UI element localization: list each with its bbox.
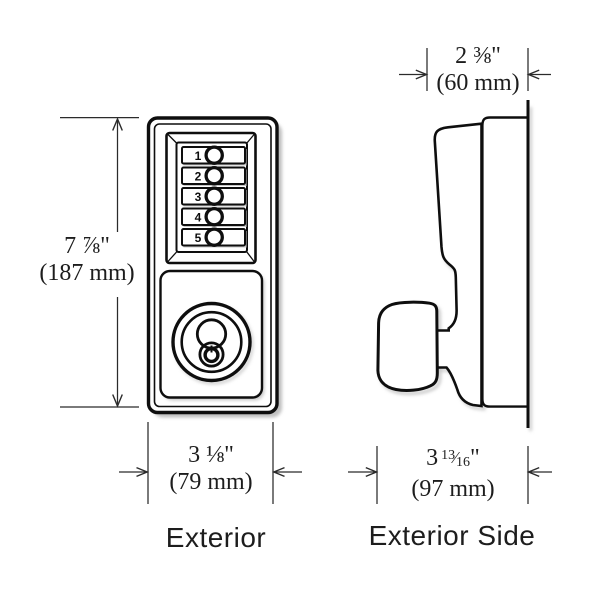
- dimension-imperial: 2 ⅜": [455, 43, 501, 69]
- keypad-button-row: 3: [181, 186, 247, 207]
- dimension-lines: [60, 48, 552, 504]
- mounting-plate-profile: [481, 116, 528, 408]
- keypad-button-row: 1: [181, 145, 247, 166]
- keypad-button-label: 5: [195, 231, 202, 245]
- arrow-right-icon: [136, 466, 150, 478]
- height-dimension: 7 ⅞" (187 mm): [24, 233, 150, 287]
- dimension-metric: (187 mm): [39, 260, 135, 286]
- dimension-metric: (79 mm): [169, 469, 253, 495]
- side-view-label: Exterior Side: [368, 520, 536, 551]
- arrow-left-icon: [526, 69, 540, 80]
- keypad-button-icon: [204, 186, 224, 206]
- front-width-dimension-lines: [119, 422, 302, 504]
- arrow-left-icon: [526, 466, 540, 478]
- fraction-numerator: 13: [441, 448, 456, 463]
- keypad-button-row: 4: [181, 206, 247, 227]
- front-view-label: Exterior: [165, 522, 267, 553]
- keypad-button-icon: [204, 227, 224, 247]
- keypad-button-icon: [204, 165, 224, 186]
- arrow-right-icon: [365, 466, 379, 478]
- fraction-slash: ⁄: [454, 448, 458, 467]
- keypad-button-label: 3: [195, 190, 202, 204]
- dimension-metric: (97 mm): [411, 476, 495, 502]
- side-view-drawing: [376, 100, 532, 431]
- height-dimension-lines: [60, 116, 139, 408]
- side-width-dimension-lines: [348, 446, 552, 504]
- side-depth-dimension: 2 ⅜" (60 mm): [415, 43, 541, 97]
- keypad: 1 2 3 4: [181, 145, 247, 248]
- arrow-up-icon: [112, 117, 123, 131]
- arrow-right-icon: [415, 69, 429, 80]
- lock-cylinder: [171, 301, 254, 385]
- keypad-button-label: 2: [195, 170, 202, 184]
- arrow-left-icon: [271, 466, 285, 478]
- inch-mark: ": [470, 445, 480, 471]
- dimension-metric: (60 mm): [436, 70, 520, 96]
- core-bottom-circle: [198, 341, 225, 368]
- arrow-down-icon: [112, 394, 123, 408]
- side-depth-dimension-lines: [399, 48, 551, 91]
- keypad-button-label: 4: [195, 211, 202, 225]
- door-knob-profile: [376, 300, 439, 392]
- front-view-drawing: 1 2 3 4: [146, 116, 282, 418]
- keypad-button-row: 5: [181, 227, 247, 248]
- fraction-whole: 3: [426, 445, 439, 471]
- keypad-button-label: 1: [195, 149, 202, 163]
- keypad-button-icon: [204, 145, 224, 165]
- keypad-button-icon: [204, 206, 224, 227]
- fraction-denominator: 16: [456, 455, 471, 470]
- keypad-button-row: 2: [181, 165, 247, 186]
- housing-profile: [433, 122, 483, 408]
- dimension-imperial: 3 ⅛": [188, 442, 234, 468]
- faceplate-inner-rim: [153, 123, 272, 408]
- dimension-imperial: 7 ⅞": [64, 233, 110, 259]
- front-width-dimension: 3 ⅛" (79 mm): [148, 442, 274, 496]
